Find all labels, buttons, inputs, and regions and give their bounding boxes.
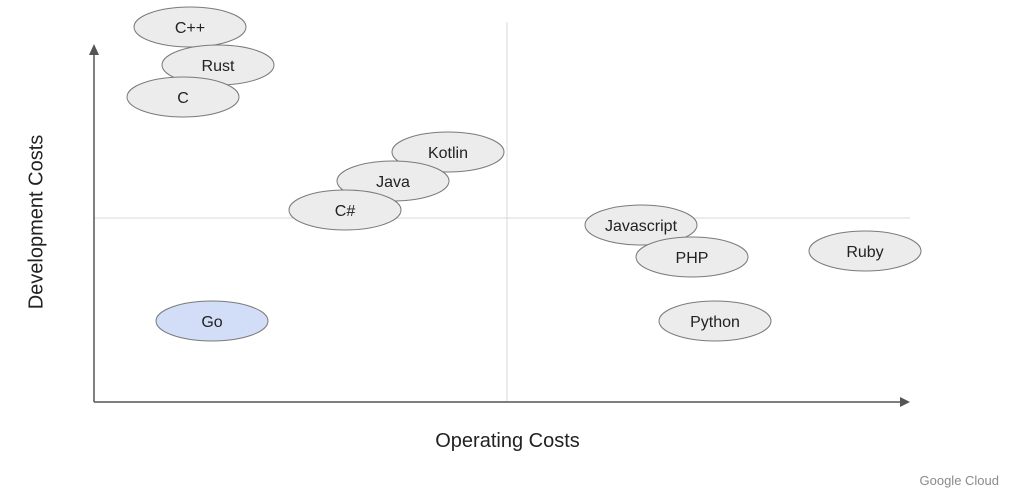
bubble-kotlin: Kotlin — [391, 131, 505, 173]
x-axis-title: Operating Costs — [435, 430, 580, 452]
y-axis-title: Development Costs — [25, 134, 48, 310]
bubble-shape-javascript — [584, 204, 698, 246]
bubble-shape-c — [126, 76, 240, 118]
bubble-label-php: PHP — [676, 250, 709, 267]
bubble-shape-python — [658, 300, 772, 342]
bubble-ruby: Ruby — [808, 230, 922, 272]
x-axis-arrow-icon — [900, 397, 910, 407]
bubble-c: C — [126, 76, 240, 118]
bubble-csharp: C# — [288, 189, 402, 231]
bubble-shape-csharp — [288, 189, 402, 231]
bubble-label-python: Python — [690, 314, 740, 331]
bubble-label-go: Go — [201, 314, 222, 331]
bubble-shape-php — [635, 236, 749, 278]
bubble-shape-cplusplus — [133, 6, 247, 48]
bubble-label-rust: Rust — [202, 58, 235, 75]
brand-logo-text: Google Cloud — [919, 473, 1000, 488]
bubble-shape-go — [155, 300, 269, 342]
bubble-javascript: Javascript — [584, 204, 698, 246]
bubble-shape-kotlin — [391, 131, 505, 173]
bubble-php: PHP — [635, 236, 749, 278]
bubble-shape-ruby — [808, 230, 922, 272]
bubble-label-java: Java — [376, 174, 410, 191]
bubble-label-javascript: Javascript — [605, 218, 678, 235]
bubble-python: Python — [658, 300, 772, 342]
bubble-go: Go — [155, 300, 269, 342]
bubble-cplusplus: C++ — [133, 6, 247, 48]
bubble-label-c: C — [177, 90, 189, 107]
bubble-label-cplusplus: C++ — [175, 20, 205, 37]
bubble-label-kotlin: Kotlin — [428, 145, 468, 162]
y-axis-arrow-icon — [89, 44, 99, 55]
bubble-label-csharp: C# — [335, 203, 356, 220]
bubble-label-ruby: Ruby — [846, 244, 883, 261]
